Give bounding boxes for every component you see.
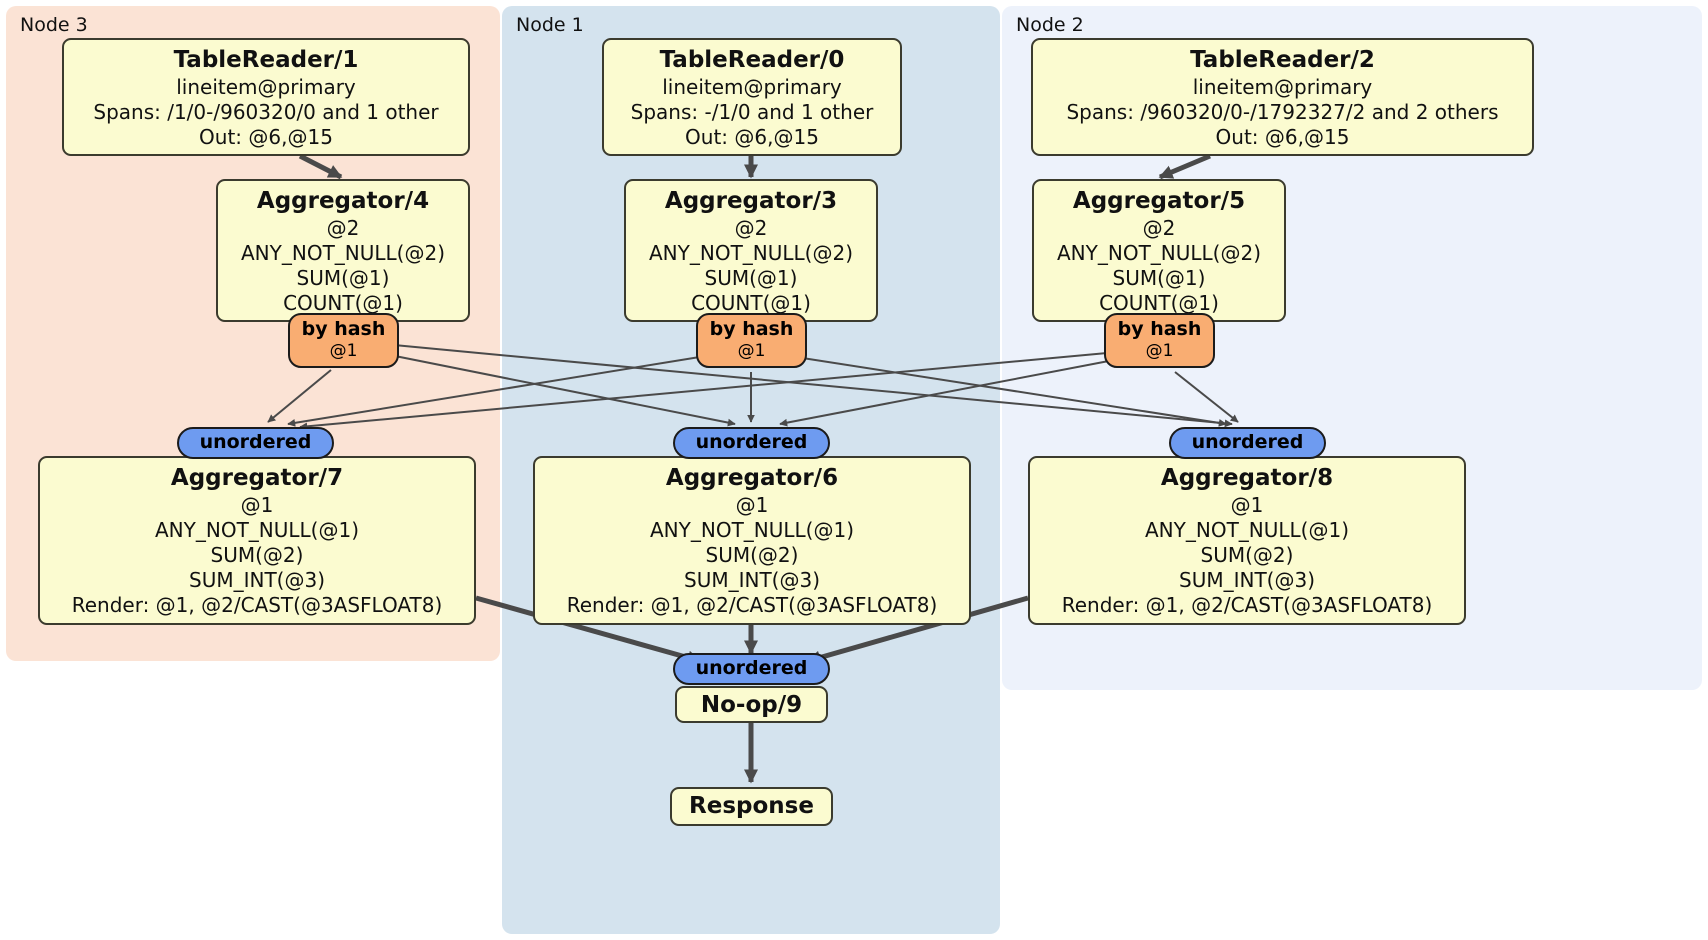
processor-line-3: SUM_INT(@3) — [1179, 568, 1315, 592]
processor-aggregator-8[interactable]: Aggregator/8 @1 ANY_NOT_NULL(@1) SUM(@2)… — [1028, 456, 1466, 625]
router-by-hash-right[interactable]: by hash @1 — [1104, 313, 1215, 368]
stream-unordered-right[interactable]: unordered — [1169, 427, 1326, 459]
processor-line-1: Spans: -/1/0 and 1 other — [630, 100, 874, 124]
processor-response[interactable]: Response — [670, 787, 833, 826]
node-label-node2: Node 2 — [1016, 14, 1084, 36]
router-label: by hash — [301, 318, 386, 340]
processor-line-0: lineitem@primary — [662, 75, 842, 99]
processor-line-0: @1 — [1230, 493, 1264, 517]
processor-line-0: @2 — [734, 216, 768, 240]
processor-title: TableReader/0 — [659, 47, 845, 73]
processor-line-1: ANY_NOT_NULL(@1) — [155, 518, 359, 542]
stream-label: unordered — [695, 431, 808, 453]
processor-aggregator-5[interactable]: Aggregator/5 @2 ANY_NOT_NULL(@2) SUM(@1)… — [1032, 179, 1286, 322]
processor-aggregator-7[interactable]: Aggregator/7 @1 ANY_NOT_NULL(@1) SUM(@2)… — [38, 456, 476, 625]
processor-line-3: COUNT(@1) — [691, 291, 811, 315]
processor-title: No-op/9 — [700, 692, 803, 718]
processor-aggregator-3[interactable]: Aggregator/3 @2 ANY_NOT_NULL(@2) SUM(@1)… — [624, 179, 878, 322]
processor-line-2: SUM(@1) — [296, 266, 390, 290]
processor-noop-9[interactable]: No-op/9 — [675, 686, 828, 723]
node-label-node1: Node 1 — [516, 14, 584, 36]
processor-title: Aggregator/7 — [170, 465, 344, 491]
processor-line-0: @2 — [326, 216, 360, 240]
processor-line-2: SUM(@2) — [705, 543, 799, 567]
processor-line-2: SUM(@1) — [1112, 266, 1206, 290]
processor-line-0: @1 — [240, 493, 274, 517]
processor-title: Aggregator/5 — [1072, 188, 1246, 214]
processor-line-0: @1 — [735, 493, 769, 517]
processor-line-0: @2 — [1142, 216, 1176, 240]
processor-line-4: Render: @1, @2/CAST(@3ASFLOAT8) — [566, 593, 938, 617]
processor-title: Aggregator/3 — [664, 188, 838, 214]
processor-table-reader-2[interactable]: TableReader/2 lineitem@primary Spans: /9… — [1031, 38, 1534, 156]
router-by-hash-left[interactable]: by hash @1 — [288, 313, 399, 368]
processor-line-2: SUM(@2) — [210, 543, 304, 567]
processor-line-2: SUM(@1) — [704, 266, 798, 290]
router-column: @1 — [329, 341, 358, 361]
processor-line-3: SUM_INT(@3) — [189, 568, 325, 592]
stream-label: unordered — [199, 431, 312, 453]
stream-unordered-final[interactable]: unordered — [673, 653, 830, 685]
stream-unordered-mid[interactable]: unordered — [673, 427, 830, 459]
processor-aggregator-6[interactable]: Aggregator/6 @1 ANY_NOT_NULL(@1) SUM(@2)… — [533, 456, 971, 625]
processor-line-0: lineitem@primary — [176, 75, 356, 99]
router-column: @1 — [1145, 341, 1174, 361]
processor-line-4: Render: @1, @2/CAST(@3ASFLOAT8) — [71, 593, 443, 617]
processor-line-2: Out: @6,@15 — [685, 125, 819, 149]
stream-unordered-left[interactable]: unordered — [177, 427, 334, 459]
router-column: @1 — [737, 341, 766, 361]
processor-title: Aggregator/6 — [665, 465, 839, 491]
processor-line-3: SUM_INT(@3) — [684, 568, 820, 592]
processor-title: TableReader/1 — [173, 47, 359, 73]
router-by-hash-mid[interactable]: by hash @1 — [696, 313, 807, 368]
processor-line-1: Spans: /960320/0-/1792327/2 and 2 others — [1066, 100, 1499, 124]
processor-line-2: SUM(@2) — [1200, 543, 1294, 567]
node-label-node3: Node 3 — [20, 14, 88, 36]
router-label: by hash — [709, 318, 794, 340]
processor-line-3: COUNT(@1) — [283, 291, 403, 315]
processor-line-1: ANY_NOT_NULL(@1) — [650, 518, 854, 542]
processor-table-reader-1[interactable]: TableReader/1 lineitem@primary Spans: /1… — [62, 38, 470, 156]
processor-line-1: ANY_NOT_NULL(@2) — [649, 241, 853, 265]
processor-title: TableReader/2 — [1190, 47, 1375, 73]
processor-line-1: ANY_NOT_NULL(@2) — [1057, 241, 1261, 265]
processor-aggregator-4[interactable]: Aggregator/4 @2 ANY_NOT_NULL(@2) SUM(@1)… — [216, 179, 470, 322]
processor-table-reader-0[interactable]: TableReader/0 lineitem@primary Spans: -/… — [602, 38, 902, 156]
stream-label: unordered — [695, 657, 808, 679]
stream-label: unordered — [1191, 431, 1304, 453]
router-label: by hash — [1117, 318, 1202, 340]
processor-line-0: lineitem@primary — [1192, 75, 1373, 99]
processor-line-2: Out: @6,@15 — [199, 125, 333, 149]
processor-line-3: COUNT(@1) — [1099, 291, 1219, 315]
processor-title: Aggregator/8 — [1160, 465, 1334, 491]
processor-line-1: ANY_NOT_NULL(@2) — [241, 241, 445, 265]
processor-title: Aggregator/4 — [256, 188, 430, 214]
processor-line-4: Render: @1, @2/CAST(@3ASFLOAT8) — [1061, 593, 1433, 617]
processor-line-1: Spans: /1/0-/960320/0 and 1 other — [93, 100, 439, 124]
processor-line-2: Out: @6,@15 — [1215, 125, 1350, 149]
processor-line-1: ANY_NOT_NULL(@1) — [1145, 518, 1349, 542]
processor-title: Response — [689, 793, 814, 819]
